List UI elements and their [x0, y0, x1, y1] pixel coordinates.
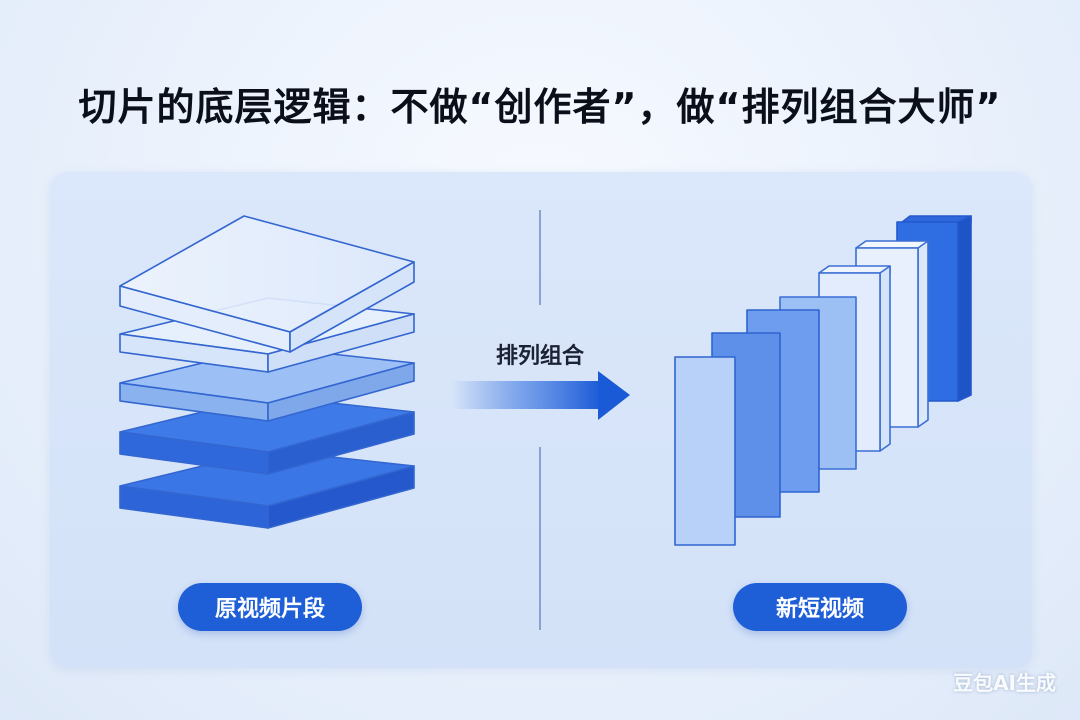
layer-stack	[119, 215, 415, 529]
original-clips-badge: 原视频片段	[178, 583, 362, 631]
layer-3	[119, 346, 415, 422]
bar-sequence	[674, 215, 972, 546]
page-title: 切片的底层逻辑：不做“创作者”，做“排列组合大师”	[78, 85, 1002, 129]
arrow-label: 排列组合	[495, 344, 584, 369]
new-short-video-badge: 新短视频	[733, 583, 907, 631]
bar-2	[674, 356, 736, 546]
layer-1	[119, 215, 415, 353]
layer-5	[119, 449, 415, 529]
arrow-icon	[452, 371, 630, 420]
watermark: 豆包AI生成	[953, 671, 1056, 695]
layer-4	[119, 395, 415, 475]
